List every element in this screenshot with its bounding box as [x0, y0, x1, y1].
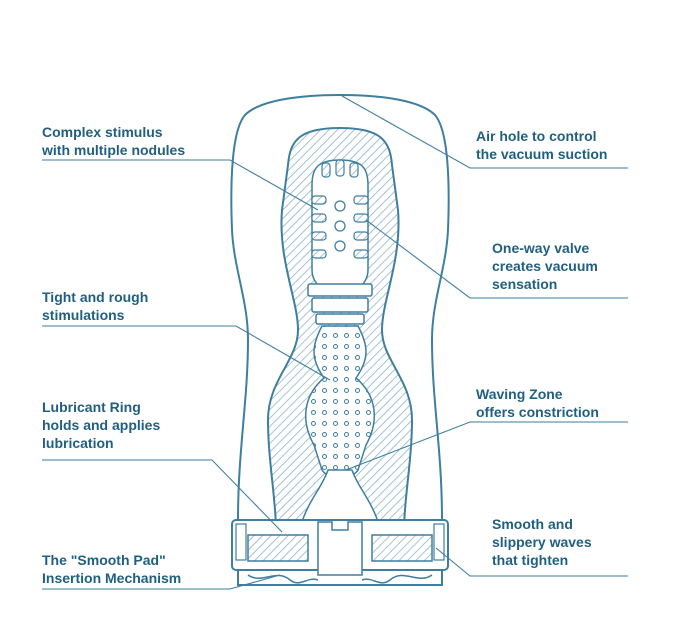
label-line: sensation: [492, 276, 558, 292]
ring-bands: [307, 283, 373, 325]
label-line: the vacuum suction: [476, 146, 608, 162]
smooth-pad-center: [317, 521, 363, 576]
side-clip-left: [235, 523, 247, 561]
label-line: Smooth and: [492, 516, 573, 532]
label-lubricant-ring: Lubricant Ring holds and applies lubrica…: [42, 398, 160, 452]
label-line: holds and applies: [42, 417, 161, 433]
leader-tight-rough: [42, 325, 331, 381]
lubricant-ring-left: [247, 534, 309, 562]
leader-air-hole: [341, 95, 628, 169]
label-smooth-pad: The "Smooth Pad" Insertion Mechanism: [42, 551, 181, 587]
label-line: Lubricant Ring: [42, 399, 141, 415]
label-line: offers constriction: [476, 404, 599, 420]
label-line: The "Smooth Pad": [42, 552, 166, 568]
leader-complex-stimulus: [42, 159, 319, 211]
leader-smooth-slippery: [435, 547, 628, 577]
label-line: Air hole to control: [476, 128, 597, 144]
label-line: lubrication: [42, 435, 114, 451]
label-waving-zone: Waving Zone offers constriction: [476, 385, 599, 421]
label-line: slippery waves: [492, 534, 592, 550]
label-complex-stimulus: Complex stimulus with multiple nodules: [42, 123, 185, 159]
outer-case-outline: [230, 93, 450, 586]
nodule-chamber: [311, 159, 369, 291]
leader-lines: [42, 95, 628, 590]
leader-waving-zone: [345, 421, 628, 471]
label-tight-rough: Tight and rough stimulations: [42, 288, 148, 324]
label-smooth-slippery: Smooth and slippery waves that tighten: [492, 515, 592, 569]
nodule-teeth: [311, 159, 369, 259]
label-line: Insertion Mechanism: [42, 570, 182, 586]
label-line: One-way valve: [492, 240, 590, 256]
leader-lubricant-ring: [42, 459, 283, 533]
side-clip-right: [433, 523, 445, 561]
label-line: stimulations: [42, 307, 125, 323]
label-line: Tight and rough: [42, 289, 149, 305]
leader-one-way-valve: [365, 219, 628, 299]
label-line: Waving Zone: [476, 386, 563, 402]
lubricant-ring-right: [371, 534, 433, 562]
label-line: creates vacuum: [492, 258, 598, 274]
smooth-pad-waves: [247, 574, 433, 584]
label-line: that tighten: [492, 552, 569, 568]
nodules: [334, 200, 346, 252]
label-one-way-valve: One-way valve creates vacuum sensation: [492, 239, 598, 293]
label-line: Complex stimulus: [42, 124, 163, 140]
leader-smooth-pad: [42, 574, 281, 590]
label-air-hole: Air hole to control the vacuum suction: [476, 127, 607, 163]
label-line: with multiple nodules: [42, 142, 186, 158]
